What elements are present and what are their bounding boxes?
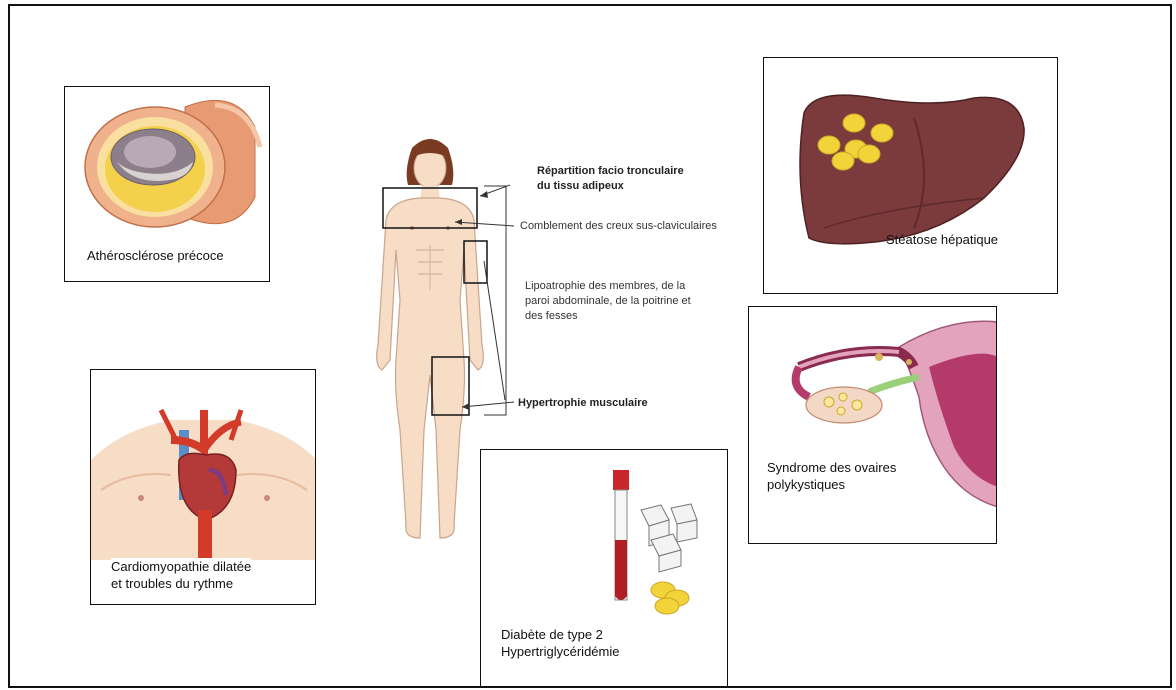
annotation-supraclavicular: Comblement des creux sus-claviculaires (520, 219, 717, 234)
diabetes-caption: Diabète de type 2 Hypertriglycéridémie (501, 626, 619, 660)
panel-atherosclerosis: Athérosclérose précoce (64, 86, 270, 282)
cardiomyopathy-caption: Cardiomyopathie dilatée et troubles du r… (111, 558, 251, 592)
fatty-liver-icon (764, 58, 1058, 294)
steatosis-caption: Stéatose hépatique (886, 231, 998, 248)
panel-diabetes: Diabète de type 2 Hypertriglycéridémie (480, 449, 728, 687)
annotation-fat-distribution: Répartition facio tronculaire du tissu a… (537, 164, 684, 194)
annotation-muscle: Hypertrophie musculaire (518, 396, 648, 411)
human-body-icon (360, 130, 500, 550)
pcos-caption: Syndrome des ovaires polykystiques (767, 459, 896, 493)
annotation-lipoatrophy: Lipoatrophie des membres, de la paroi ab… (525, 279, 691, 324)
uterus-ovary-icon (749, 307, 997, 544)
body-figure (360, 130, 500, 555)
atherosclerosis-caption: Athérosclérose précoce (87, 247, 224, 264)
panel-steatosis: Stéatose hépatique (763, 57, 1058, 294)
panel-cardiomyopathy: Cardiomyopathie dilatée et troubles du r… (90, 369, 316, 605)
panel-pcos: Syndrome des ovaires polykystiques (748, 306, 997, 544)
